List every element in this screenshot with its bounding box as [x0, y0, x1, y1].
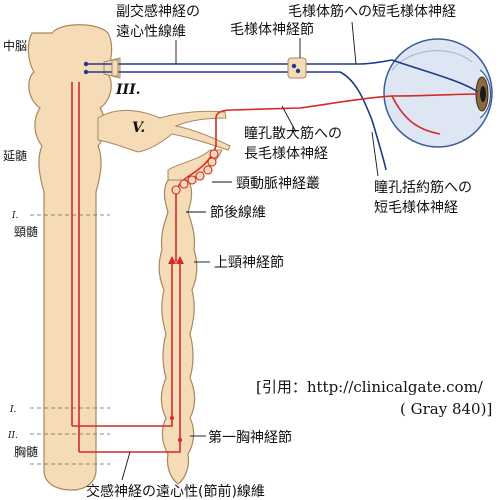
- superior-cervical-ganglion-marker: [168, 256, 184, 264]
- pupil: [480, 86, 486, 102]
- ciliary-ganglion-cell-1: [291, 63, 297, 69]
- oculomotor-nerve-sheath: [111, 59, 119, 77]
- plexus-coil-3: [187, 175, 197, 185]
- label-cervical-cord: 頸髄: [14, 224, 38, 239]
- citation-line1: [引用：http://clinicalgate.com/: [256, 378, 484, 396]
- label-sympathetic-preganglionic: 交感神経の遠心性(節前)線維: [86, 483, 265, 500]
- plexus-coil-7: [209, 149, 219, 159]
- label-nerve-iii: III.: [115, 82, 141, 98]
- thoracic-ganglion-cells: [170, 416, 182, 442]
- carotid-plexus: [171, 149, 219, 195]
- plexus-coil-2: [179, 179, 189, 189]
- ciliary-ganglion-body: [287, 57, 307, 79]
- plexus-coil-1: [171, 185, 181, 195]
- t1-ganglion-cell-1: [170, 416, 174, 420]
- leader-lines: [121, 21, 379, 481]
- label-roman-ii-thoracic: II.: [7, 431, 18, 441]
- brainstem-spinal-cord-shape: [27, 24, 113, 491]
- oculomotor-nucleus-dot-2: [83, 69, 89, 75]
- preganglionic-fibre-t2: [79, 262, 181, 453]
- sympathetic-pathway: [71, 82, 479, 453]
- ciliary-ganglion-cell-2: [295, 68, 301, 74]
- label-long-ciliary-line1: 瞳孔散大筋への: [244, 125, 342, 142]
- short-ciliary-to-sphincter-fibre: [304, 71, 387, 171]
- label-parasym-postganglionic-line1: 副交感神経の: [116, 3, 200, 20]
- oculomotor-nucleus-dot-1: [83, 61, 89, 67]
- label-postganglionic-fiber: 節後線維: [210, 204, 266, 221]
- synapse-arrow-1: [168, 256, 176, 264]
- label-short-ciliary-sphincter-line1: 瞳孔括約筋への: [374, 179, 472, 196]
- short-ciliary-to-ciliary-muscle-fibre: [304, 59, 393, 65]
- leader-short-ciliary-sphincter: [371, 131, 379, 177]
- preganglionic-fibre-t1: [72, 262, 173, 427]
- label-short-ciliary-ciliary-muscle: 毛様体筋への短毛様体神経: [288, 3, 456, 20]
- sphincter-continuation: [391, 59, 479, 93]
- label-long-ciliary-line2: 長毛様体神経: [244, 146, 328, 162]
- label-carotid-plexus: 頸動脈神経叢: [236, 176, 320, 192]
- label-superior-cervical-ganglion: 上頸神経節: [214, 254, 284, 271]
- leader-long-ciliary: [281, 105, 297, 133]
- label-first-thoracic-ganglion: 第一胸神経節: [208, 429, 292, 446]
- parasympathetic-pathway: [86, 59, 479, 171]
- leader-sympathetic-preganglionic: [121, 451, 131, 481]
- sympathetic-trunk: [158, 149, 223, 485]
- parasym-endpoints: [83, 61, 89, 75]
- postganglionic-ascending-fibre: [175, 109, 233, 262]
- plexus-coil-6: [207, 157, 217, 167]
- eye: [383, 38, 493, 148]
- segment-dividers: [30, 214, 110, 465]
- label-roman-i-thoracic: I.: [9, 405, 17, 415]
- citation-line2: ( Gray 840)]: [400, 400, 492, 418]
- label-ciliary-ganglion: 毛様体神経節: [230, 21, 314, 38]
- ciliary-ganglion: [287, 57, 307, 79]
- long-ciliary-fibre: [231, 93, 479, 111]
- sympathetic-trunk-shape: [158, 177, 198, 485]
- trigeminal-nerve: [97, 109, 231, 153]
- synapse-arrow-2: [176, 256, 184, 264]
- long-ciliary-branch-eye: [391, 95, 441, 135]
- label-medulla: 延髄: [3, 148, 27, 163]
- nerve-sheaths: [111, 59, 119, 77]
- plexus-coil-4: [195, 171, 205, 181]
- eye-inner-shading: [391, 50, 473, 71]
- label-thoracic-cord: 胸髄: [14, 444, 38, 459]
- plexus-coil-5: [203, 165, 213, 175]
- leader-short-ciliary-muscle: [351, 21, 357, 65]
- label-roman-i-cervical: I.: [11, 211, 19, 221]
- label-midbrain: 中脳: [3, 38, 27, 53]
- label-parasym-postganglionic-line2: 遠心性線維: [116, 24, 186, 40]
- label-short-ciliary-sphincter-line2: 短毛様体神経: [374, 200, 458, 216]
- t1-ganglion-cell-2: [178, 438, 182, 442]
- label-nerve-v: V.: [132, 120, 145, 136]
- brainstem-spinal-cord: [27, 24, 231, 491]
